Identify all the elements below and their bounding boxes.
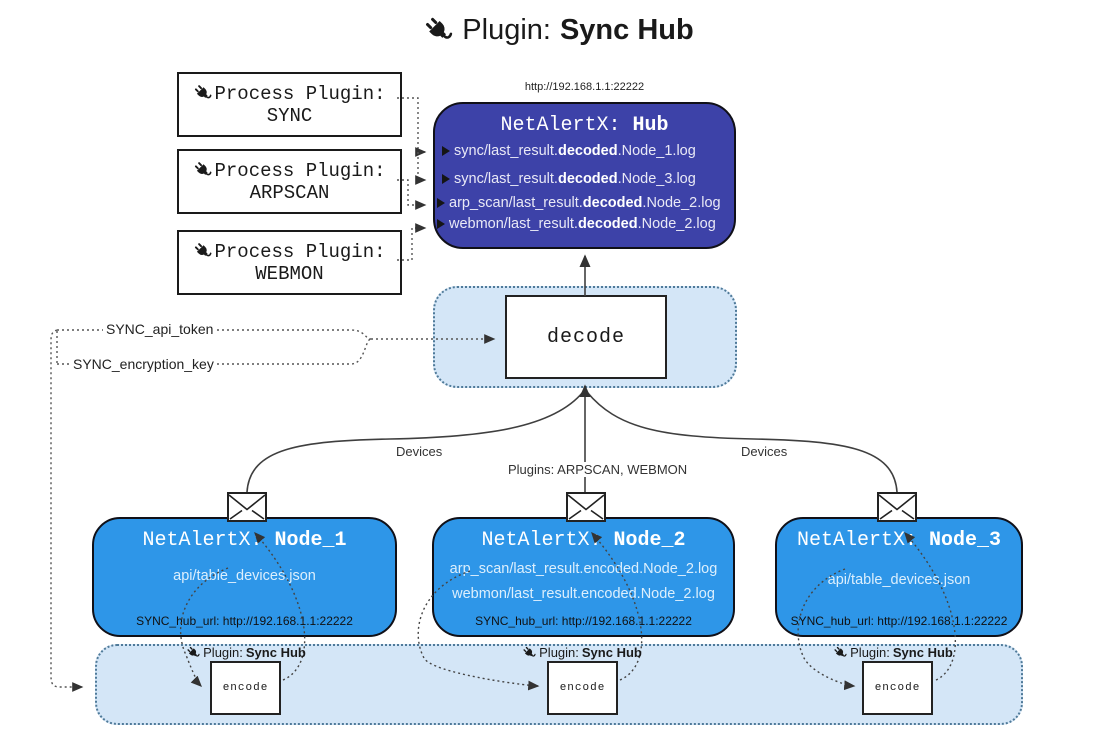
envelope-icon [877,492,917,522]
hub-box: NetAlertX: Hub sync/last_result.decoded.… [433,102,736,249]
plug-icon [522,645,537,660]
arrow-right-icon [437,219,445,229]
node-title-name: Node_2 [613,529,686,552]
decode-box: decode [505,295,667,379]
node-title: NetAlertX: Node_3 [777,529,1021,552]
hub-title-name: Hub [632,114,669,137]
hub-title-prefix: NetAlertX: [500,114,621,137]
hub-title: NetAlertX: Hub [435,114,734,137]
log-pre: webmon/last_result. [449,216,578,232]
log-bold: decoded [557,143,618,159]
encoder-label: Plugin: Sync Hub [512,645,652,660]
node-hub-url: SYNC_hub_url: http://192.168.1.1:22222 [475,614,692,628]
log-bold: decoded [582,195,643,211]
node-title-name: Node_3 [929,529,1002,552]
hub-log-line: sync/last_result.decoded.Node_1.log [435,142,734,160]
hub-log-line: arp_scan/last_result.decoded.Node_2.log [430,194,734,212]
node-title: NetAlertX: Node_2 [434,529,733,552]
log-post: .Node_2.log [637,216,716,232]
log-pre: arp_scan/last_result. [449,195,583,211]
encoder-label-name: Sync Hub [581,645,642,660]
title-name: Sync Hub [559,14,694,46]
encode-box: encode [210,661,281,715]
process-plugin-label: Process Plugin: [214,159,386,182]
encoder-label: Plugin: Sync Hub [176,645,316,660]
node-box-1: NetAlertX: Node_1 api/table_devices.json… [92,517,397,637]
config-api-token-label: SYNC_api_token [103,321,217,337]
hub-log-line: webmon/last_result.decoded.Node_2.log [430,215,734,233]
log-bold: decoded [557,171,618,187]
process-plugin-name: SYNC [266,104,313,127]
node-hub-url: SYNC_hub_url: http://192.168.1.1:22222 [136,614,353,628]
encode-box: encode [547,661,618,715]
node-file-line: webmon/last_result.encoded.Node_2.log [452,586,715,602]
node-title-prefix: NetAlertX: [481,529,602,552]
config-encryption-key-label: SYNC_encryption_key [70,356,217,372]
node-title-prefix: NetAlertX: [796,529,917,552]
plug-icon [193,84,213,103]
plug-icon [423,15,454,45]
edge-label-devices-right: Devices [737,444,792,459]
title-prefix: Plugin: [462,14,551,46]
node-title: NetAlertX: Node_1 [94,529,395,552]
node-title-name: Node_1 [274,529,347,552]
node-title-prefix: NetAlertX: [142,529,263,552]
process-plugin-box-webmon: Process Plugin: WEBMON [177,230,402,295]
process-plugin-label: Process Plugin: [214,82,386,105]
encode-box: encode [862,661,933,715]
arrow-right-icon [442,174,450,184]
process-plugin-box-sync: Process Plugin: SYNC [177,72,402,137]
log-post: .Node_3.log [617,171,696,187]
edge-label-devices-left: Devices [392,444,447,459]
encoder-label-prefix: Plugin: [850,645,890,660]
node-box-3: NetAlertX: Node_3 api/table_devices.json… [775,517,1023,637]
log-pre: sync/last_result. [454,171,558,187]
node-hub-url: SYNC_hub_url: http://192.168.1.1:22222 [790,614,1008,628]
process-plugin-name: WEBMON [255,262,324,285]
hub-log-line: sync/last_result.decoded.Node_3.log [435,170,734,188]
encoder-label-prefix: Plugin: [203,645,243,660]
log-post: .Node_2.log [642,195,721,211]
plug-icon [193,242,213,261]
log-bold: decoded [577,216,638,232]
node-file-line: arp_scan/last_result.encoded.Node_2.log [449,561,718,577]
envelope-icon [566,492,606,522]
process-plugin-label: Process Plugin: [214,240,386,263]
arrow-right-icon [437,198,445,208]
process-plugin-box-arpscan: Process Plugin: ARPSCAN [177,149,402,214]
plug-icon [193,161,213,180]
encoder-label: Plugin: Sync Hub [823,645,963,660]
node-box-2: NetAlertX: Node_2 arp_scan/last_result.e… [432,517,735,637]
arrow-right-icon [442,146,450,156]
envelope-icon [227,492,267,522]
encoder-label-prefix: Plugin: [539,645,579,660]
plug-icon [833,645,848,660]
edge-label-plugins: Plugins: ARPSCAN, WEBMON [504,462,692,477]
page-title: Plugin: Sync Hub [0,14,1117,47]
plug-icon [186,645,201,660]
hub-url-label: http://192.168.1.1:22222 [524,81,645,93]
node-file-line: api/table_devices.json [173,568,316,584]
encoder-label-name: Sync Hub [245,645,306,660]
log-post: .Node_1.log [617,143,696,159]
process-plugin-name: ARPSCAN [249,181,330,204]
log-pre: sync/last_result. [454,143,558,159]
node-file-line: api/table_devices.json [827,572,971,588]
encoder-label-name: Sync Hub [892,645,953,660]
